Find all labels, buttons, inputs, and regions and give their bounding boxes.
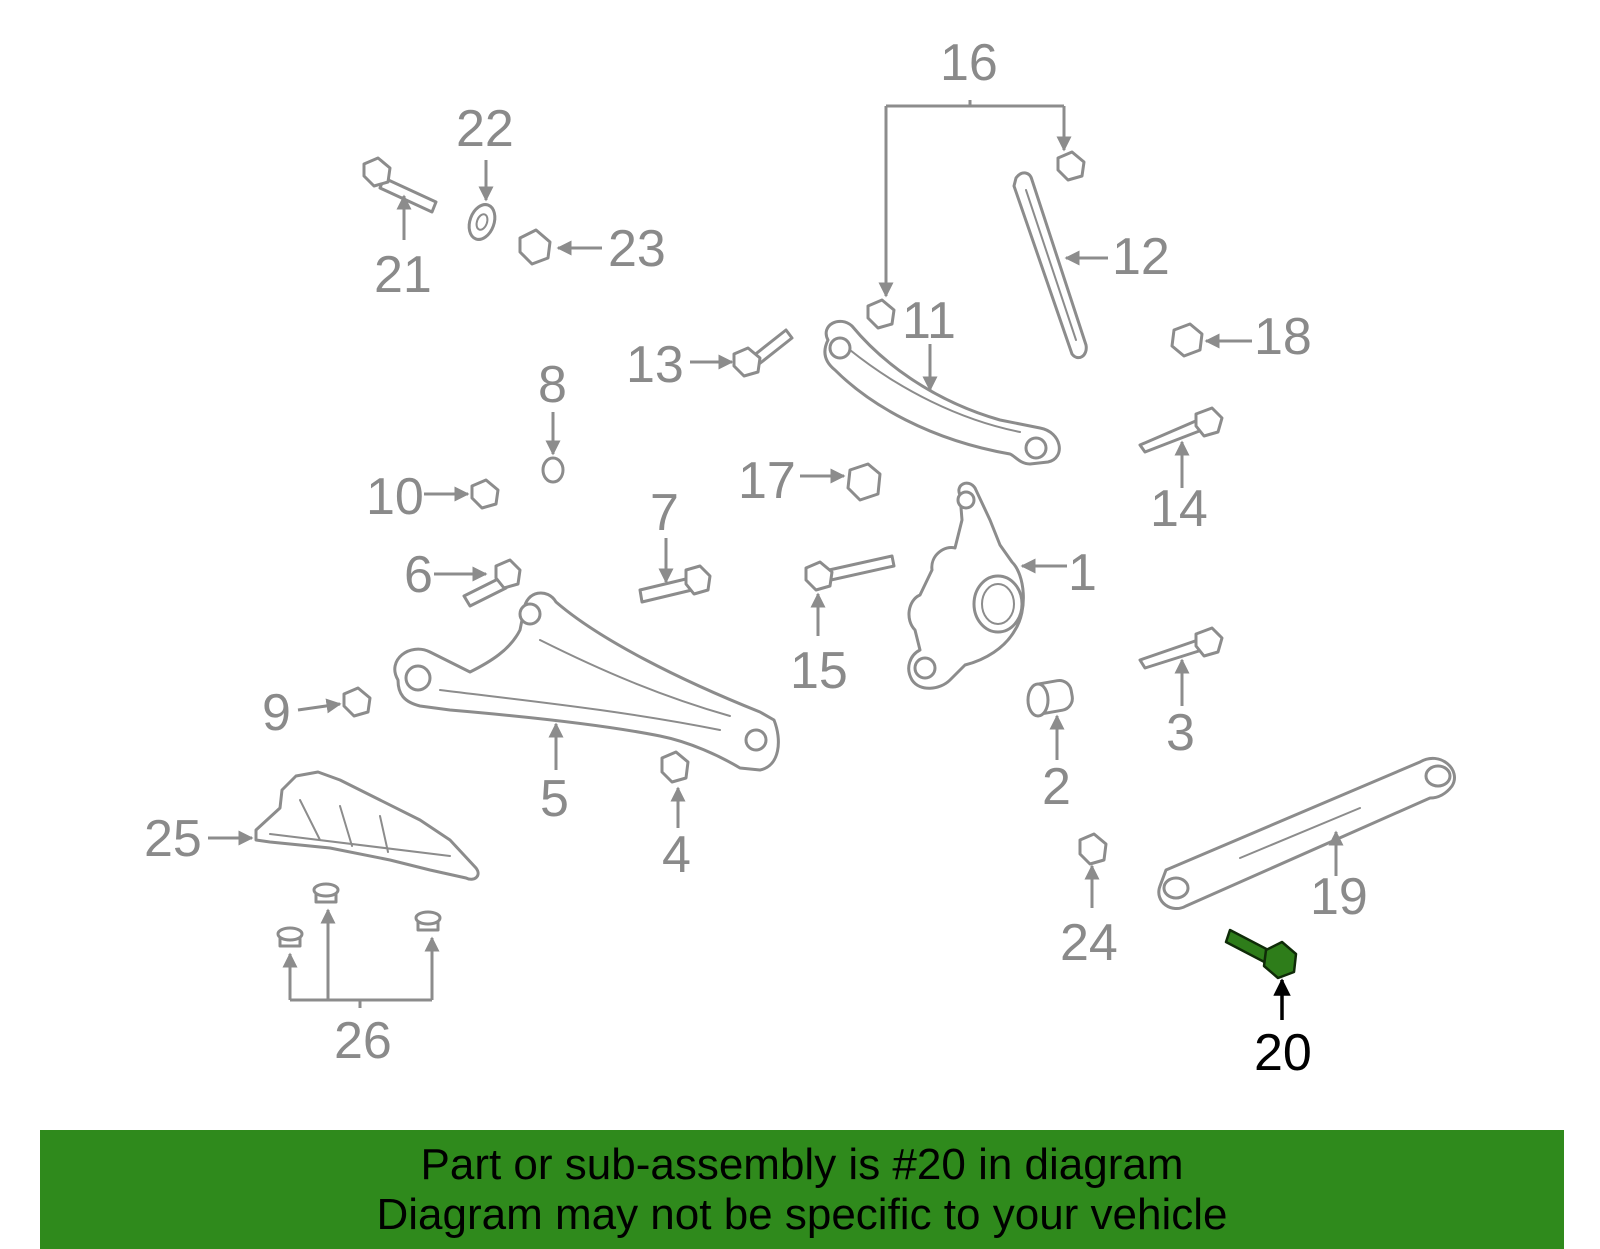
part-8-washer[interactable] — [541, 456, 565, 484]
callout-label-4[interactable]: 4 — [662, 826, 691, 884]
part-18-nut[interactable] — [1170, 322, 1204, 358]
part-19-lateral-link[interactable] — [1157, 756, 1456, 910]
callout-label-9[interactable]: 9 — [262, 684, 291, 742]
part-7-bolt[interactable] — [638, 564, 712, 604]
callout-label-24[interactable]: 24 — [1060, 914, 1118, 972]
part-24-nut[interactable] — [1078, 832, 1108, 866]
part-9-nut[interactable] — [342, 686, 372, 718]
part-10-nut[interactable] — [470, 478, 500, 510]
part-16-nuts[interactable] — [866, 150, 1086, 330]
callout-label-7[interactable]: 7 — [650, 484, 679, 542]
part-22-washer[interactable] — [465, 201, 500, 243]
callout-label-17[interactable]: 17 — [738, 452, 796, 510]
part-20-bolt-highlighted[interactable] — [1224, 928, 1298, 980]
part-6-bolt[interactable] — [462, 558, 522, 608]
callout-label-15[interactable]: 15 — [790, 642, 848, 700]
callout-label-21[interactable]: 21 — [374, 246, 432, 304]
callout-label-1[interactable]: 1 — [1068, 544, 1097, 602]
part-5-lower-control-arm[interactable] — [393, 591, 780, 772]
callout-label-14[interactable]: 14 — [1150, 480, 1208, 538]
callout-label-12[interactable]: 12 — [1112, 228, 1170, 286]
callout-label-8[interactable]: 8 — [538, 356, 567, 414]
part-13-bolt[interactable] — [732, 328, 794, 378]
callout-label-16[interactable]: 16 — [940, 34, 998, 92]
info-banner: Part or sub-assembly is #20 in diagram D… — [40, 1130, 1564, 1249]
part-15-bolt[interactable] — [804, 554, 896, 592]
callout-label-25[interactable]: 25 — [144, 810, 202, 868]
part-21-bolt[interactable] — [362, 156, 438, 214]
callout-label-23[interactable]: 23 — [608, 220, 666, 278]
part-4-nut[interactable] — [660, 750, 690, 784]
callout-label-22[interactable]: 22 — [456, 100, 514, 158]
callout-label-20[interactable]: 20 — [1254, 1024, 1312, 1082]
banner-part-line: Part or sub-assembly is #20 in diagram — [420, 1139, 1184, 1189]
part-3-bolt[interactable] — [1138, 626, 1224, 670]
callout-label-11[interactable]: 11 — [902, 292, 956, 350]
part-23-nut[interactable] — [518, 228, 552, 266]
part-11-upper-control-arm[interactable] — [823, 319, 1061, 466]
callout-label-26[interactable]: 26 — [334, 1012, 392, 1070]
part-17-nut[interactable] — [846, 462, 882, 502]
callout-label-2[interactable]: 2 — [1042, 758, 1071, 816]
callout-label-5[interactable]: 5 — [540, 770, 569, 828]
callout-label-3[interactable]: 3 — [1166, 704, 1195, 762]
part-25-shield[interactable] — [254, 770, 480, 881]
part-2-bushing[interactable] — [1026, 678, 1075, 718]
callout-label-13[interactable]: 13 — [626, 336, 684, 394]
callout-label-18[interactable]: 18 — [1254, 308, 1312, 366]
part-12-link-bar[interactable] — [1012, 171, 1088, 360]
part-14-bolt[interactable] — [1138, 406, 1224, 454]
part-1-knuckle[interactable] — [907, 481, 1025, 690]
banner-disclaimer-line: Diagram may not be specific to your vehi… — [376, 1189, 1228, 1239]
part-26-fasteners[interactable] — [276, 882, 442, 948]
callout-label-19[interactable]: 19 — [1310, 868, 1368, 926]
callout-label-10[interactable]: 10 — [366, 468, 424, 526]
callout-label-6[interactable]: 6 — [404, 546, 433, 604]
